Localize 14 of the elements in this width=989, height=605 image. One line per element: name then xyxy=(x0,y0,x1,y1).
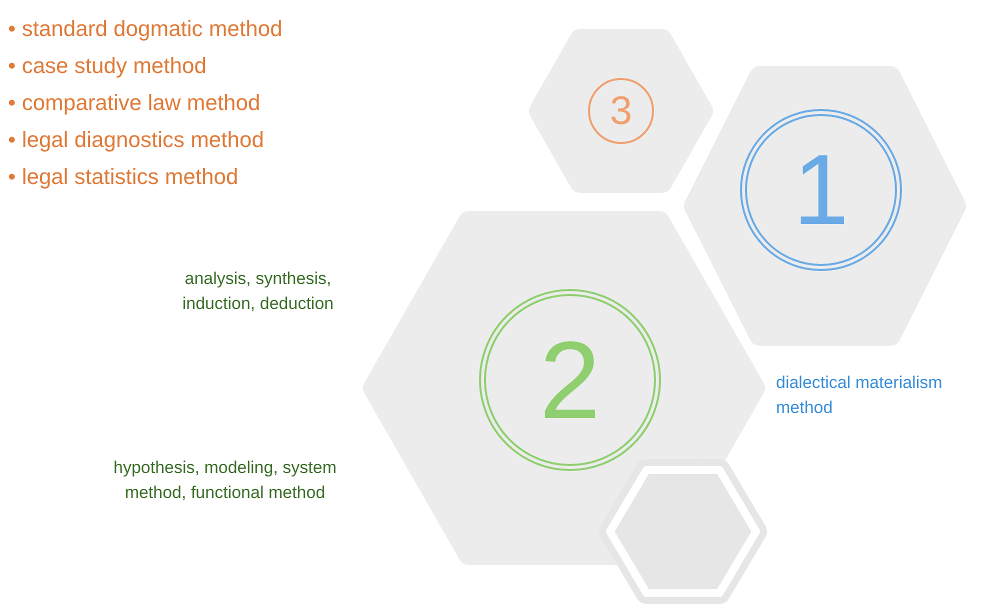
list-item: • legal diagnostics method xyxy=(8,126,265,154)
list-item: • standard dogmatic method xyxy=(8,15,282,43)
numbered-circle: 1 xyxy=(739,108,903,272)
method-note: analysis, synthesis, induction, deduction xyxy=(181,268,335,315)
method-note: hypothesis, modeling, system method, functional method xyxy=(112,457,338,504)
numbered-circle: 3 xyxy=(587,77,655,145)
numbered-circle: 2 xyxy=(478,288,662,472)
list-item: • comparative law method xyxy=(8,89,262,117)
method-note: dialectical materialism method xyxy=(776,372,944,419)
hexagon xyxy=(683,65,967,347)
hexagon xyxy=(598,458,768,605)
list-item: • legal statistics method xyxy=(8,163,240,191)
hexagon xyxy=(528,28,714,194)
list-item: • case study method xyxy=(8,52,208,80)
